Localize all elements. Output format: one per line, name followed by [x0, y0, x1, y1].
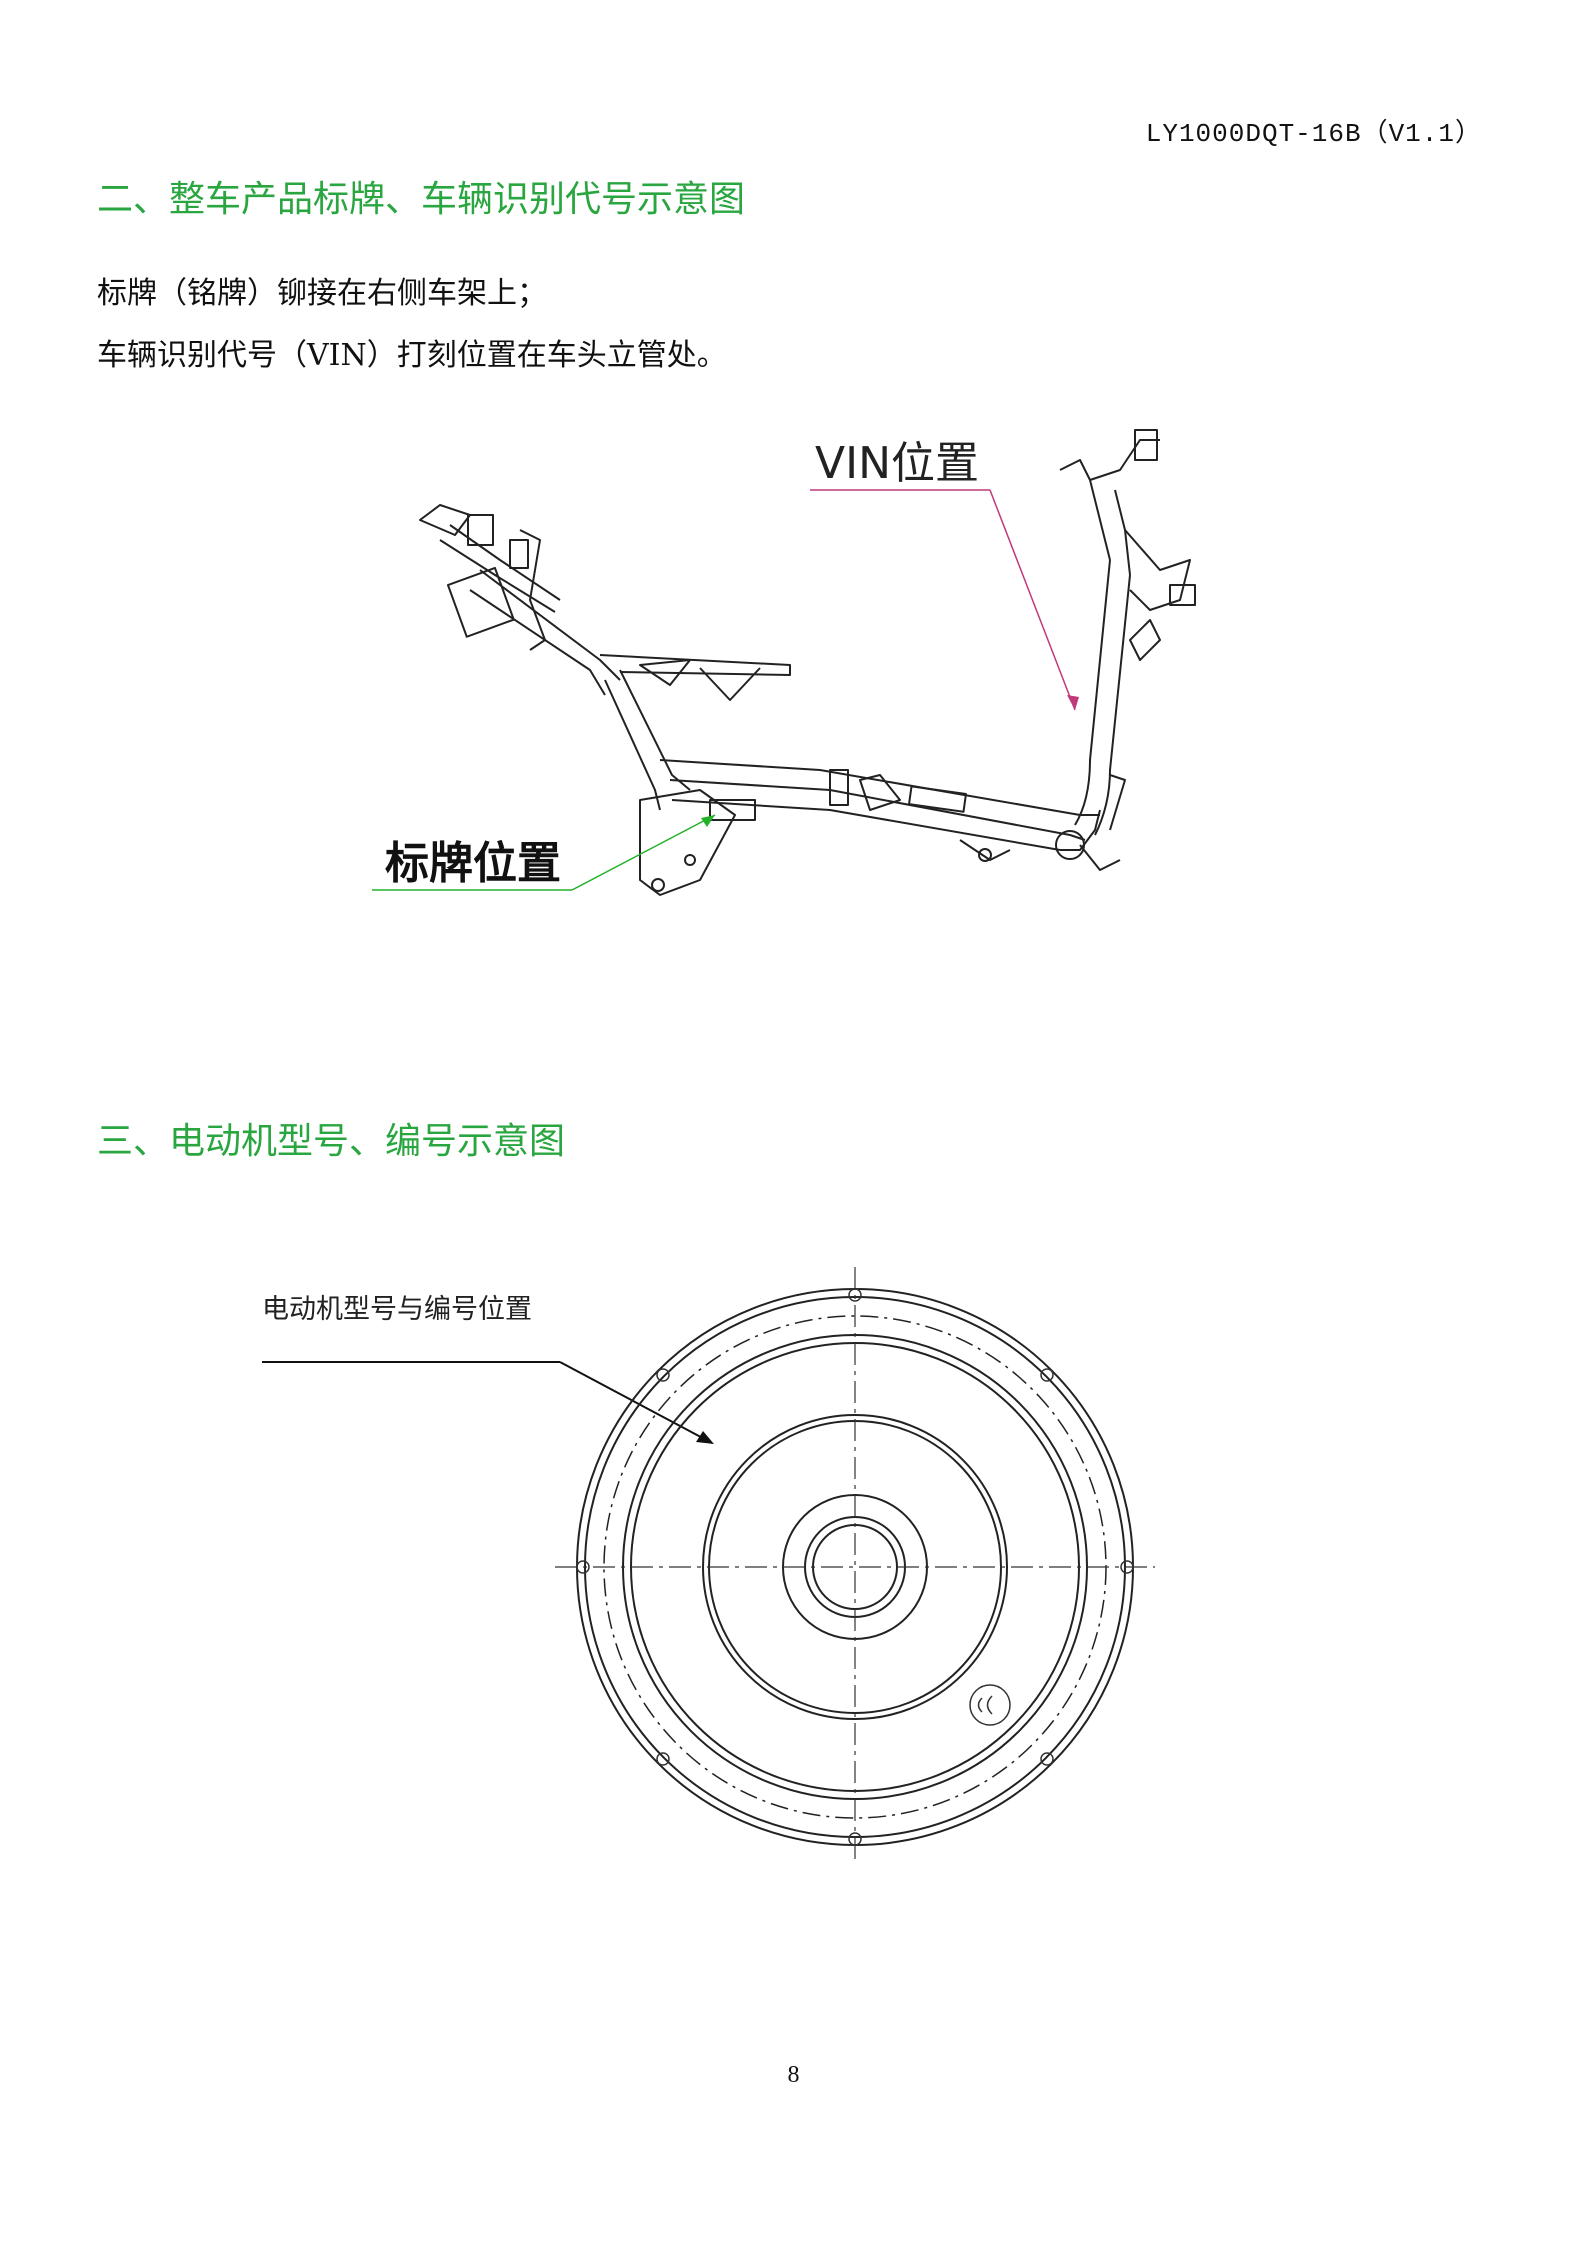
- section-2-heading: 二、整车产品标牌、车辆识别代号示意图: [97, 179, 746, 220]
- page-number: 8: [787, 2062, 800, 2088]
- motor-centerlines: [555, 1267, 1155, 1860]
- plate-leader-arrow: [571, 814, 716, 891]
- motor-logo-mark: [969, 1684, 1011, 1726]
- vin-location-label: VIN位置: [815, 438, 979, 489]
- motor-label: 电动机型号与编号位置: [262, 1294, 532, 1325]
- plate-rivet-text: 标牌（铭牌）铆接在右侧车架上；: [97, 276, 547, 311]
- vin-leader-arrow: [989, 489, 1076, 711]
- motor-drawing: 电动机型号与编号位置: [262, 1267, 1155, 1860]
- frame-drawing: VIN位置 标牌位置: [372, 429, 1196, 896]
- document-code: LY1000DQT-16B（V1.1）: [1145, 119, 1482, 149]
- vin-location-text: 车辆识别代号（VIN）打刻位置在车头立管处。: [97, 338, 727, 373]
- plate-location-label: 标牌位置: [385, 838, 561, 889]
- motor-bolt-holes: [576, 1288, 1134, 1846]
- section-3-heading: 三、电动机型号、编号示意图: [97, 1121, 566, 1162]
- motor-leader-arrow: [559, 1361, 713, 1444]
